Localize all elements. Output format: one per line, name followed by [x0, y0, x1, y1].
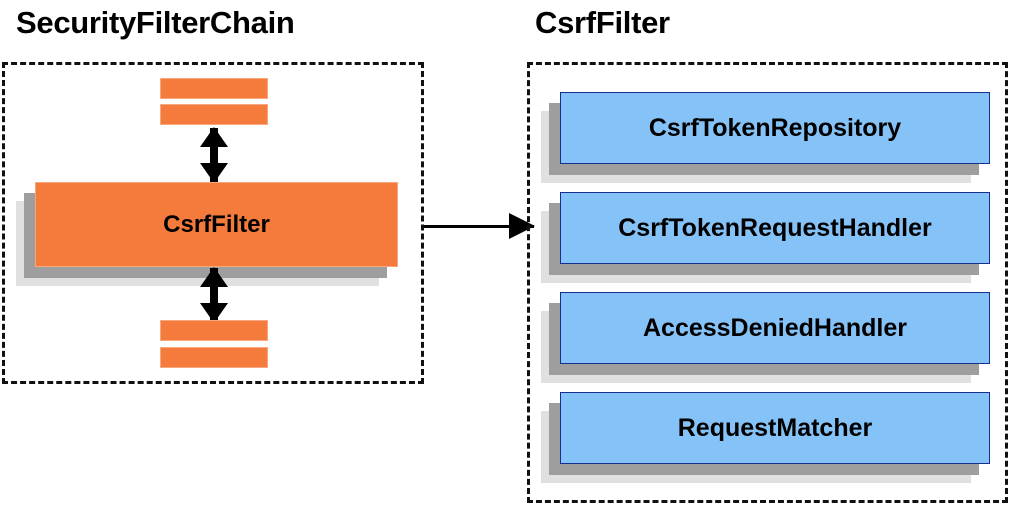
node-face: CsrfTokenRequestHandler — [560, 192, 990, 264]
page-title-csrffilter: CsrfFilter — [535, 5, 670, 40]
arrow-shaft — [210, 128, 218, 182]
node-face: CsrfFilter — [35, 182, 398, 267]
node-label-requestmatcher: RequestMatcher — [677, 413, 873, 442]
node-accessdeniedhandler[interactable]: AccessDeniedHandler — [541, 292, 990, 383]
filter-bar-above-2 — [160, 104, 268, 125]
node-csrftokenrepository[interactable]: CsrfTokenRepository — [541, 92, 990, 183]
node-face: AccessDeniedHandler — [560, 292, 990, 364]
filter-bar-below-2 — [160, 347, 268, 368]
securityfilterchain-container — [2, 62, 424, 384]
csrffilter-container — [527, 62, 1008, 503]
node-label-accessdeniedhandler: AccessDeniedHandler — [642, 313, 907, 342]
arrow-head-down — [200, 303, 228, 323]
arrow-head-up — [200, 267, 228, 287]
node-label-csrffilter: CsrfFilter — [163, 210, 270, 238]
arrow-head-down — [200, 163, 228, 183]
node-face: CsrfTokenRepository — [560, 92, 990, 164]
node-csrftokenrequesthandler[interactable]: CsrfTokenRequestHandler — [541, 192, 990, 283]
node-face: RequestMatcher — [560, 392, 990, 464]
node-csrffilter[interactable]: CsrfFilter — [16, 182, 398, 286]
arrow-shaft — [210, 268, 218, 322]
filter-bar-above-1 — [160, 78, 268, 99]
page-title-securityfilterchain: SecurityFilterChain — [16, 5, 295, 40]
arrow-shaft — [424, 224, 534, 228]
node-label-csrftokenrepository: CsrfTokenRepository — [648, 113, 902, 142]
node-label-csrftokenrequesthandler: CsrfTokenRequestHandler — [618, 213, 932, 242]
filter-bar-below-1 — [160, 320, 268, 341]
arrow-head-up — [200, 127, 228, 147]
arrow-head-right — [509, 213, 535, 239]
node-requestmatcher[interactable]: RequestMatcher — [541, 392, 990, 483]
